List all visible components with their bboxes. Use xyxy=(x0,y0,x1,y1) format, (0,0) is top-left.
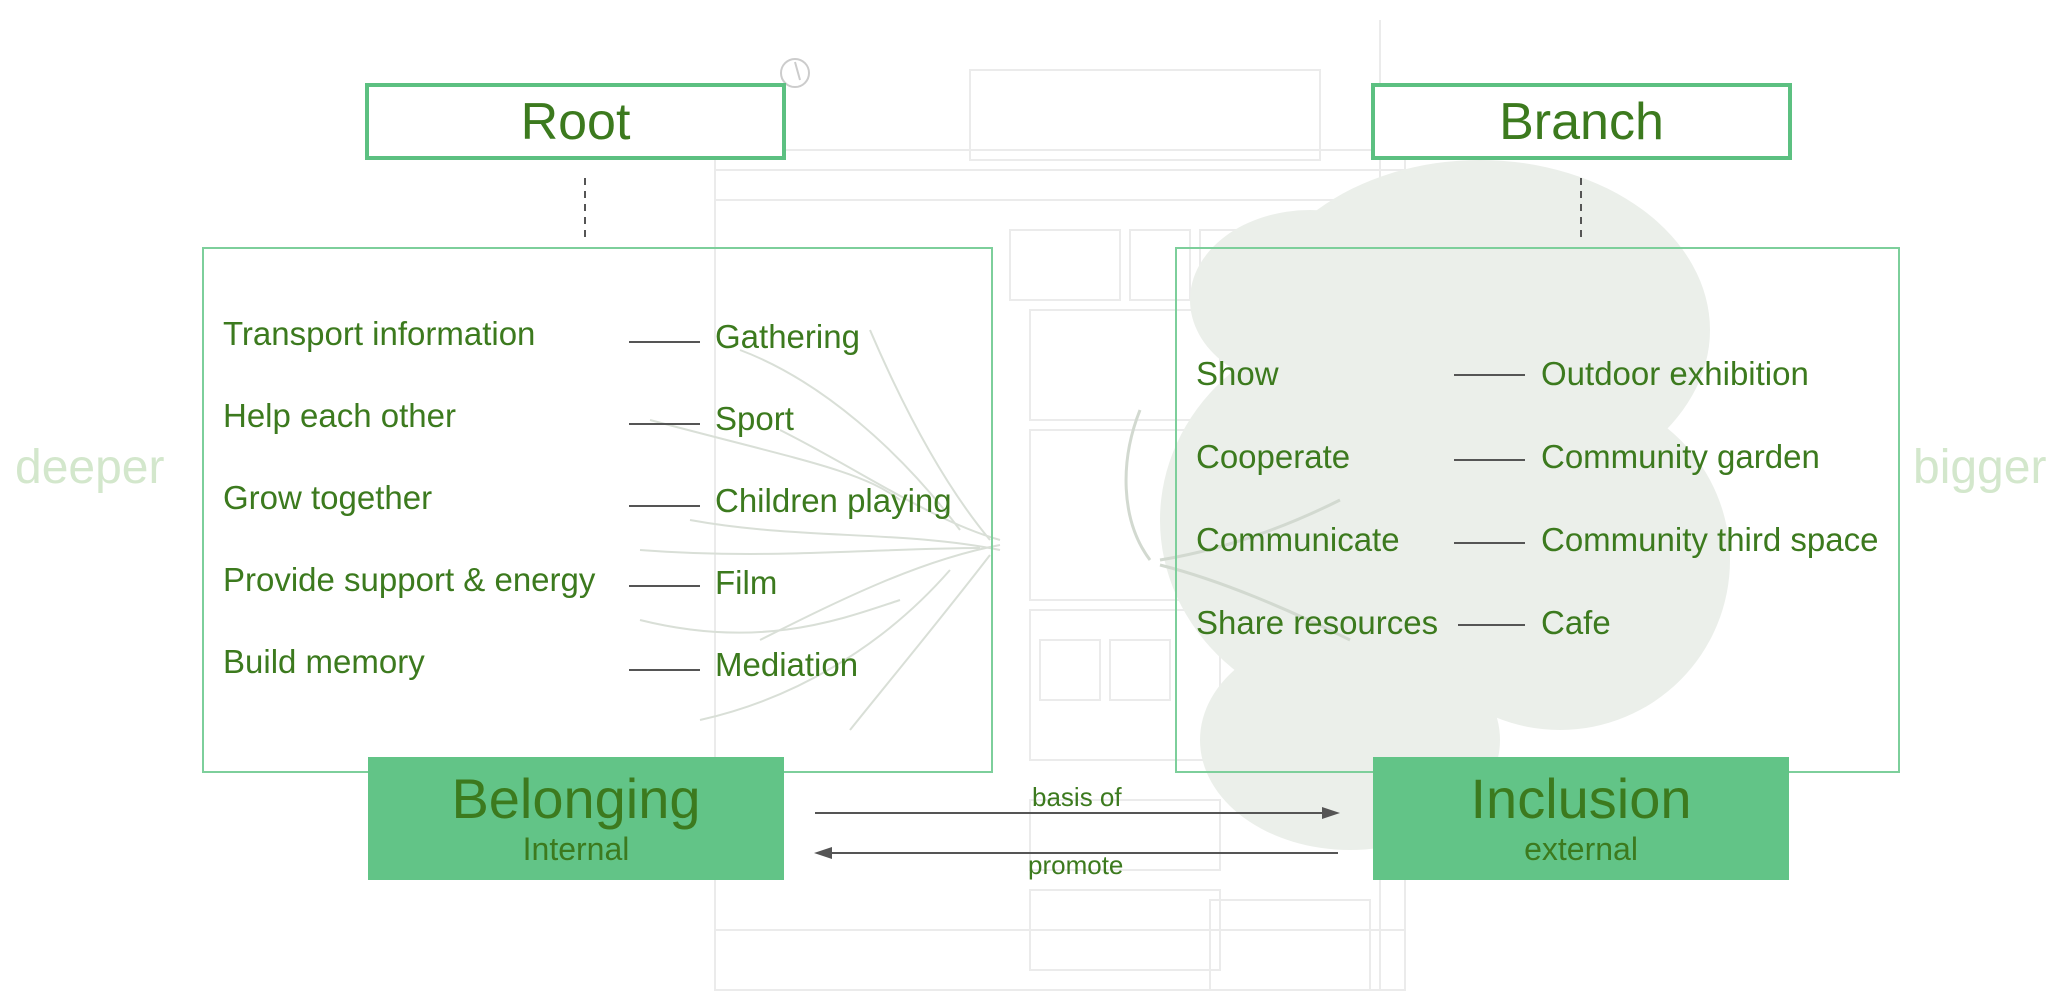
belonging-box: Belonging Internal xyxy=(368,757,784,880)
root-item-connector xyxy=(629,505,700,507)
branch-item-left: Cooperate xyxy=(1196,438,1351,475)
branch-item-connector xyxy=(1454,459,1525,461)
root-item-right: Sport xyxy=(715,400,794,437)
promote-arrow xyxy=(814,847,1338,859)
branch-item-right: Community garden xyxy=(1541,438,1820,475)
root-item-left: Grow together xyxy=(223,479,433,516)
root-item-right: Children playing xyxy=(715,482,952,519)
root-item-right: Gathering xyxy=(715,318,860,355)
branch-item-connector xyxy=(1454,374,1525,376)
bigger-label: bigger xyxy=(1913,441,2047,494)
branch-title-box: Branch xyxy=(1371,83,1792,160)
tree-trunk-illustration xyxy=(1124,409,1351,642)
branch-title: Branch xyxy=(1499,92,1664,151)
inclusion-label: Inclusion xyxy=(1470,766,1692,830)
root-title-box: Root xyxy=(365,83,786,160)
root-item-connector xyxy=(629,341,700,343)
branch-item-connector xyxy=(1454,542,1525,544)
root-item-connector xyxy=(629,585,700,587)
branch-item-right: Outdoor exhibition xyxy=(1541,355,1809,392)
root-title: Root xyxy=(520,92,631,151)
basis-of-label: basis of xyxy=(1032,782,1122,812)
basis-of-arrow xyxy=(815,807,1340,819)
root-item-connector xyxy=(629,669,700,671)
branch-item-left: Share resources xyxy=(1196,604,1439,641)
internal-label: Internal xyxy=(522,831,630,868)
compass-icon xyxy=(780,58,810,88)
root-item-left: Transport information xyxy=(223,315,536,352)
branch-item-left: Show xyxy=(1196,355,1279,392)
root-item-right: Mediation xyxy=(715,646,859,683)
promote-label: promote xyxy=(1028,850,1124,880)
branch-item-left: Communicate xyxy=(1196,521,1400,558)
root-item-connector xyxy=(629,423,700,425)
deeper-label: deeper xyxy=(15,441,165,494)
root-item-left: Help each other xyxy=(223,397,456,434)
branch-item-connector xyxy=(1458,624,1525,626)
branch-item-right: Cafe xyxy=(1541,604,1611,641)
tree-roots-illustration xyxy=(639,329,1001,731)
belonging-label: Belonging xyxy=(451,766,701,830)
tree-canopy-illustration xyxy=(1160,160,1730,850)
root-item-left: Provide support & energy xyxy=(223,561,596,598)
root-item-left: Build memory xyxy=(223,643,425,680)
root-item-right: Film xyxy=(715,564,778,601)
site-plan-background xyxy=(714,20,1406,991)
branch-item-right: Community third space xyxy=(1541,521,1879,558)
external-label: external xyxy=(1524,831,1638,868)
inclusion-box: Inclusion external xyxy=(1373,757,1789,880)
